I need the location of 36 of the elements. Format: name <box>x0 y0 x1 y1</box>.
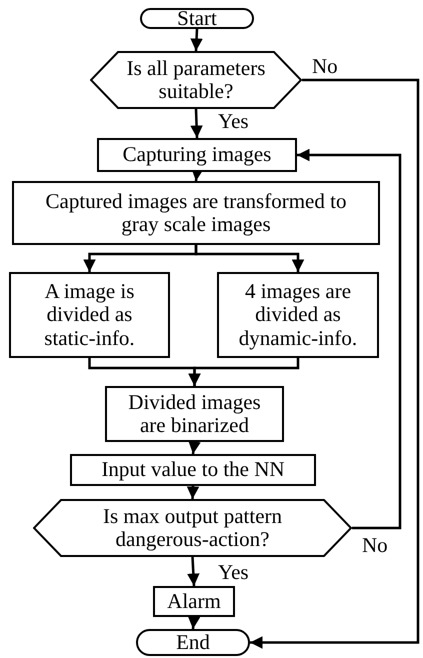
node-text: Capturing images <box>122 143 272 167</box>
terminal-box <box>136 629 250 656</box>
node-text: Is max output pattern dangerous-action? <box>102 504 284 552</box>
node-text: Alarm <box>167 590 221 614</box>
process-box <box>105 386 284 442</box>
decision-hexagon <box>90 51 302 109</box>
node-text: Is all parameters suitable? <box>126 56 266 104</box>
node-text: A image is divided as static-info. <box>43 280 136 350</box>
decision-hexagon <box>33 499 352 557</box>
edge-label: Yes <box>218 562 249 583</box>
process-box <box>70 454 316 486</box>
arrow <box>188 358 300 386</box>
arrow <box>297 148 402 530</box>
arrow <box>188 616 200 630</box>
edge-label: No <box>312 56 338 77</box>
arrow <box>188 440 201 454</box>
arrow <box>250 78 420 649</box>
node-text: Start <box>177 6 217 30</box>
arrow <box>187 556 200 586</box>
node-text: Divided images are binarized <box>127 390 262 438</box>
node-text: 4 images are divided as dynamic-info. <box>238 280 358 350</box>
node-text: Input value to the NN <box>101 458 285 482</box>
arrow <box>190 28 203 52</box>
process-box <box>153 586 235 617</box>
arrow <box>190 108 203 138</box>
process-box <box>9 272 170 358</box>
node-text: Captured images are transformed to gray scale images <box>44 190 348 236</box>
arrow <box>194 245 304 272</box>
process-box <box>217 272 379 358</box>
node-text: End <box>176 630 210 654</box>
edge-label: No <box>362 535 388 556</box>
arrow <box>186 486 200 500</box>
terminal-box <box>140 8 254 29</box>
edge-label: Yes <box>218 111 249 132</box>
process-box <box>97 138 297 172</box>
process-box <box>12 181 380 245</box>
